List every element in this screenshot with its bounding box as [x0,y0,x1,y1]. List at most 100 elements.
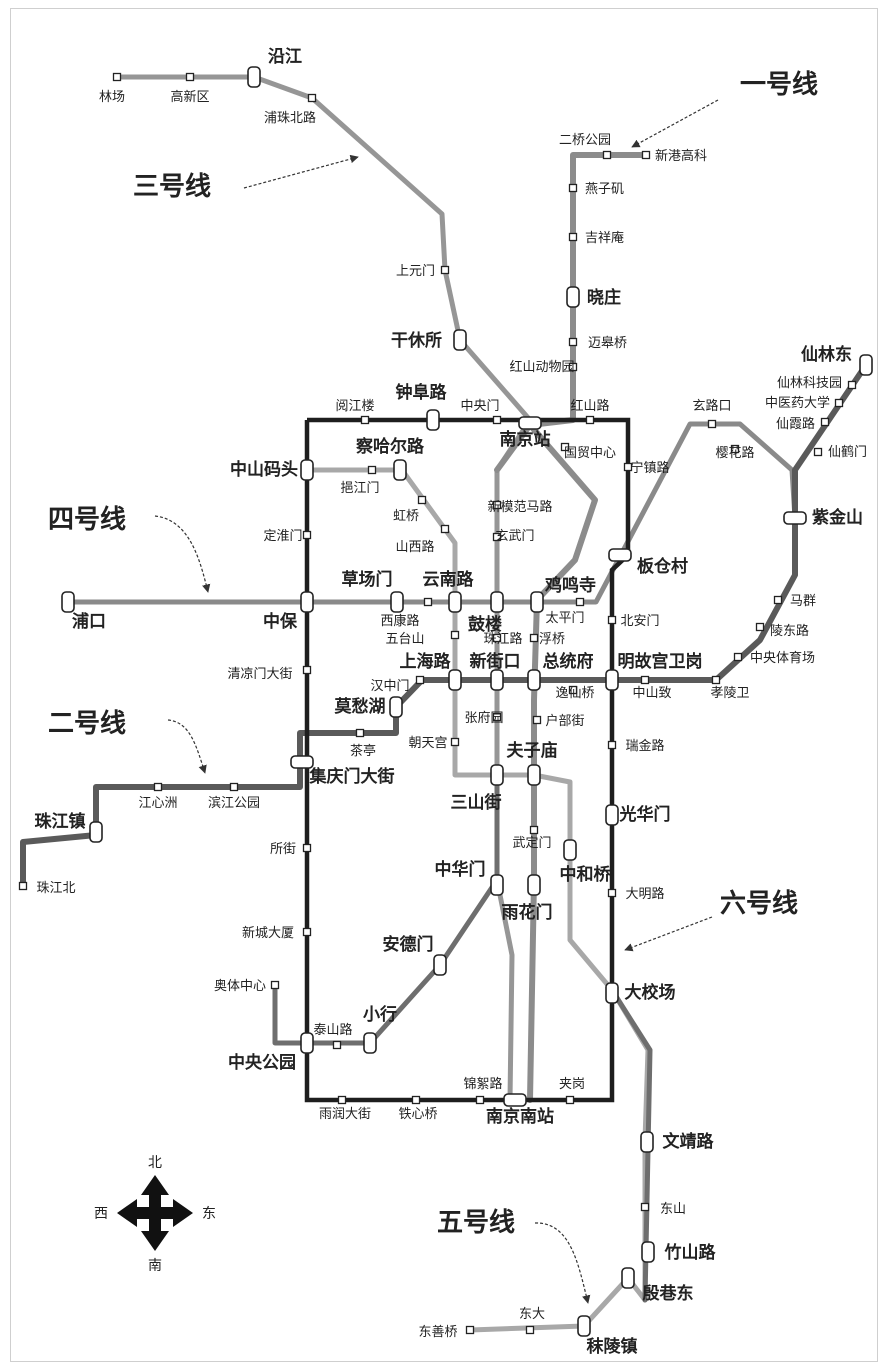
station-marker-zhongyangmen[interactable] [492,415,502,425]
station-marker-shanghailu[interactable] [448,669,462,691]
station-marker-taishanlu[interactable] [332,1040,342,1050]
station-marker-hongqiao[interactable] [417,495,427,505]
station-marker-binjianggongyuan[interactable] [229,782,239,792]
station-marker-zhongfulu[interactable] [426,409,440,431]
station-marker-gaoxinqu[interactable] [185,72,195,82]
station-marker-xingangkeji[interactable] [641,150,651,160]
station-marker-guanghuamen[interactable] [605,804,619,826]
station-marker-fuqiao[interactable] [529,633,539,643]
station-marker-xuanwumen[interactable] [492,532,502,542]
station-marker-xuanlukou[interactable] [707,419,717,429]
station-marker-jiamen[interactable] [565,1095,575,1105]
station-marker-zhujiangbei[interactable] [18,881,28,891]
station-marker-caochangmen[interactable] [390,591,404,613]
station-marker-yuejianglou[interactable] [360,415,370,425]
station-marker-chaxie[interactable] [355,728,365,738]
station-marker-zhongshanmen[interactable] [640,675,650,685]
station-marker-yuhuamen[interactable] [527,874,541,896]
station-marker-hongshan_zoo[interactable] [568,362,578,372]
station-marker-tiexinqiao[interactable] [411,1095,421,1105]
station-marker-fuzimiao[interactable] [527,764,541,786]
station-marker-chahaerlu[interactable] [393,459,407,481]
station-marker-zhongbao[interactable] [300,591,314,613]
station-marker-xiaolingwei[interactable] [711,675,721,685]
station-marker-pukou[interactable] [61,591,75,613]
station-marker-mochouhu[interactable] [389,696,403,718]
station-marker-yixianqiao[interactable] [568,685,578,695]
station-marker-ganxiusuo[interactable] [453,329,467,351]
station-marker-yuhedajie[interactable] [337,1095,347,1105]
station-marker-xianhemen[interactable] [813,447,823,457]
station-marker-zhongyanggongyuan[interactable] [300,1032,314,1054]
station-marker-wudingmen[interactable] [529,825,539,835]
station-marker-nanjingzhan[interactable] [518,416,542,430]
station-marker-lingdonglu[interactable] [755,622,765,632]
station-marker-jimingsi[interactable] [530,591,544,613]
station-marker-yanziji[interactable] [568,183,578,193]
station-marker-zhonghemen[interactable] [563,839,577,861]
station-marker-dinghuaimen[interactable] [302,530,312,540]
station-marker-ershigongyuan[interactable] [602,150,612,160]
station-marker-jiangxinzhou[interactable] [153,782,163,792]
station-marker-beianmen[interactable] [607,615,617,625]
station-marker-yanjiang[interactable] [247,66,261,88]
station-marker-linchang[interactable] [112,72,122,82]
station-marker-qingliangmendajie[interactable] [302,665,312,675]
station-marker-xianlindong[interactable] [859,354,873,376]
station-marker-shanxilu[interactable] [440,524,450,534]
station-marker-dongda[interactable] [525,1325,535,1335]
station-marker-damingLu[interactable] [607,888,617,898]
station-marker-baojiangmen[interactable] [367,465,377,475]
station-marker-zongtongfu[interactable] [527,669,541,691]
station-marker-dongshan[interactable] [640,1202,650,1212]
station-marker-suojie[interactable] [302,843,312,853]
station-marker-zhongyangtiyuchang[interactable] [733,652,743,662]
station-marker-xiaohang[interactable] [363,1032,377,1054]
station-marker-yunnanlu[interactable] [448,591,462,613]
station-marker-xianlinkejiyuan[interactable] [847,380,857,390]
station-marker-xinmofanmalu[interactable] [492,500,502,510]
station-marker-jinxianglu[interactable] [475,1095,485,1105]
station-marker-zhonghuamen[interactable] [490,874,504,896]
station-marker-chaotiangong[interactable] [450,737,460,747]
station-marker-zhuoyuanlu[interactable] [492,633,502,643]
station-marker-shangyuanmen[interactable] [440,265,450,275]
station-marker-pubeilu[interactable] [307,93,317,103]
station-marker-molingzhen[interactable] [577,1315,591,1337]
station-marker-taipingmen[interactable] [575,597,585,607]
station-marker-zhangfuyuan[interactable] [492,712,502,722]
station-marker-dajiaochang[interactable] [605,982,619,1004]
station-marker-zhujiangzhen[interactable] [89,821,103,843]
station-marker-ruijinlu[interactable] [607,740,617,750]
station-marker-maqun[interactable] [773,595,783,605]
station-marker-hongshanlu[interactable] [585,415,595,425]
station-marker-dongdaqiao[interactable] [465,1325,475,1335]
station-marker-maigaoqiao[interactable] [568,337,578,347]
station-marker-banqiaocun[interactable] [608,548,632,562]
station-marker-wenjinglu[interactable] [640,1131,654,1153]
station-marker-zhushanlu[interactable] [641,1241,655,1263]
station-marker-hanzhongmen[interactable] [415,675,425,685]
station-marker-aotizhongxin[interactable] [270,980,280,990]
station-marker-wutaishan[interactable] [450,630,460,640]
station-marker-zijinshan[interactable] [783,511,807,525]
station-marker-yinxiangdong[interactable] [621,1267,635,1289]
station-marker-jixiang[interactable] [568,232,578,242]
station-marker-sanshanjie[interactable] [490,764,504,786]
station-marker-hubujie[interactable] [532,715,542,725]
station-marker-minggugongnei[interactable] [605,669,619,691]
station-marker-jiqingmendajie[interactable] [290,755,314,769]
station-marker-xikanglu[interactable] [423,597,433,607]
station-marker-guomaozhongxin[interactable] [560,442,570,452]
station-marker-xianyinglu[interactable] [820,417,830,427]
station-marker-andemen[interactable] [433,954,447,976]
station-marker-yinghualu[interactable] [730,444,740,454]
station-marker-xiaozhuang[interactable] [566,286,580,308]
station-marker-gulou[interactable] [490,591,504,613]
station-marker-xinchengdasha[interactable] [302,927,312,937]
station-marker-xinjiekou[interactable] [490,669,504,691]
station-marker-nanjingnanzhan[interactable] [503,1093,527,1107]
station-marker-zhongshanmatou[interactable] [300,459,314,481]
station-marker-ningxulu[interactable] [623,462,633,472]
